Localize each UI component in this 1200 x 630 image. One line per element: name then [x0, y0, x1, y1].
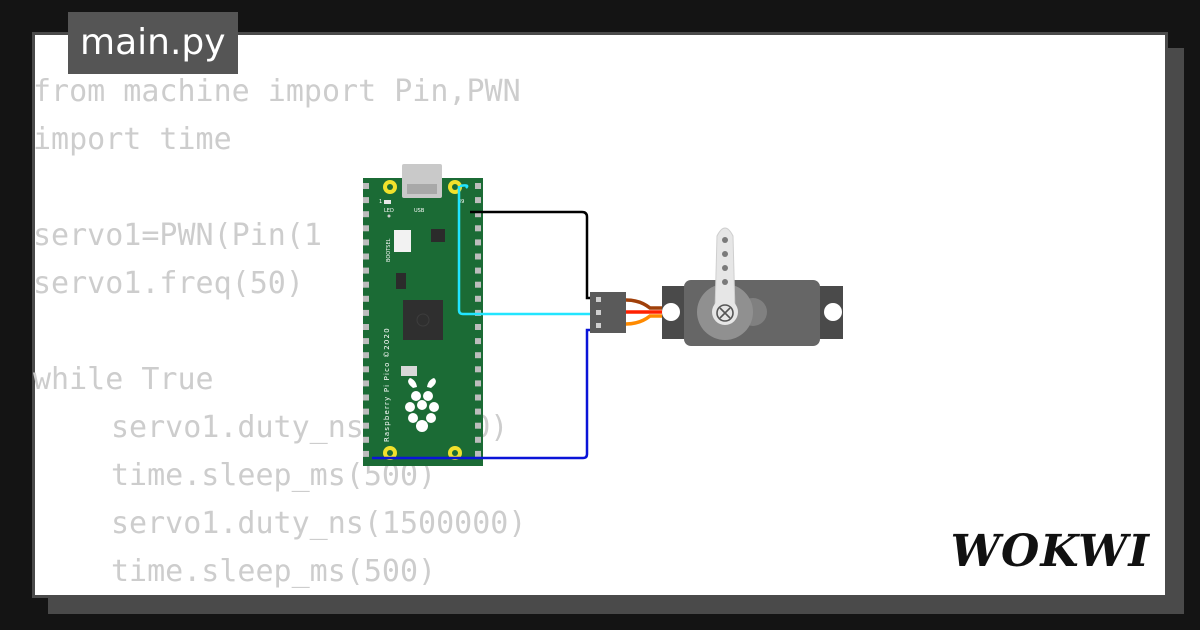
- header-pin: [363, 338, 369, 345]
- header-pin: [363, 197, 369, 204]
- servo-motor[interactable]: [662, 227, 843, 346]
- servo-screw-icon: [716, 304, 734, 322]
- code-preview: from machine import Pin,PWN import time se…: [33, 68, 526, 596]
- board-name-label: Raspberry Pi Pico ©2020: [383, 327, 391, 442]
- header-pin: [475, 225, 481, 232]
- servo-connector[interactable]: [590, 292, 626, 333]
- code-line: servo1.freq(50): [33, 266, 304, 301]
- bootsel-button[interactable]: [394, 230, 411, 252]
- wire-ground[interactable]: [470, 210, 598, 300]
- header-pin: [475, 183, 481, 189]
- regulator-chip: [396, 273, 406, 289]
- header-pin: [475, 281, 481, 288]
- header-pin: [475, 197, 481, 204]
- header-pin: [475, 253, 481, 260]
- bootsel-label: BOOTSEL: [386, 238, 392, 262]
- header-pin: [363, 239, 369, 246]
- usb-port: [407, 184, 437, 194]
- header-pin: [363, 225, 369, 232]
- header-pin: [363, 281, 369, 288]
- led-label: LED: [384, 208, 394, 214]
- pin-39-label: 39: [458, 199, 464, 205]
- header-pin: [475, 211, 481, 218]
- connector-pin: [596, 310, 601, 315]
- header-pin: [475, 422, 481, 429]
- filename-tab[interactable]: main.py: [68, 12, 238, 74]
- header-pin: [363, 309, 369, 316]
- header-pin: [475, 338, 481, 345]
- code-line: from machine import Pin,PWN: [33, 74, 521, 109]
- raspberry-logo: [405, 378, 439, 432]
- pico-board[interactable]: 1 39 LED USB BOOTSEL Raspberry Pi Pico ©…: [363, 164, 483, 466]
- header-pin: [363, 380, 369, 387]
- connector-pin: [596, 323, 601, 328]
- pin-header-left: [363, 183, 369, 457]
- header-pin: [475, 295, 481, 302]
- header-pin: [475, 380, 481, 387]
- rp2040-chip: [403, 300, 443, 340]
- header-pin: [475, 352, 481, 359]
- header-pin: [363, 352, 369, 359]
- led-indicator: [384, 200, 391, 204]
- header-pin: [363, 267, 369, 274]
- header-pin: [363, 324, 369, 330]
- header-pin: [475, 324, 481, 330]
- header-pin: [363, 211, 369, 218]
- pin-1-label: 1: [379, 199, 382, 205]
- header-pin: [363, 436, 369, 443]
- wokwi-logo[interactable]: WOKWI: [950, 526, 1150, 577]
- crystal: [401, 366, 417, 376]
- code-line: while True: [33, 362, 214, 397]
- mount-hole: [662, 303, 680, 321]
- header-pin: [363, 295, 369, 302]
- header-pin: [363, 253, 369, 260]
- code-line: time.sleep_ms(500): [111, 554, 437, 589]
- header-pin: [363, 394, 369, 401]
- header-pin: [475, 436, 481, 443]
- header-pin: [363, 450, 369, 457]
- mount-hole: [824, 303, 842, 321]
- header-pin: [475, 366, 481, 373]
- header-pin: [363, 408, 369, 415]
- servo-lead-brown: [625, 298, 664, 310]
- header-pin: [363, 422, 369, 429]
- usb-label: USB: [414, 208, 425, 214]
- header-pin: [363, 366, 369, 373]
- code-line: servo1.duty_ns(1500000): [111, 506, 527, 541]
- connector-pin: [596, 297, 601, 302]
- wire-signal[interactable]: [457, 184, 598, 316]
- code-line: import time: [33, 122, 232, 157]
- servo-lead-orange: [625, 314, 664, 326]
- header-pin: [475, 450, 481, 457]
- header-pin: [475, 239, 481, 246]
- header-pin: [363, 183, 369, 189]
- flash-chip: [431, 229, 445, 242]
- header-pin: [475, 267, 481, 274]
- header-pin: [475, 394, 481, 401]
- code-line: servo1=PWN(Pin(1: [33, 218, 322, 253]
- header-pin: [475, 408, 481, 415]
- wire-power[interactable]: [372, 328, 598, 460]
